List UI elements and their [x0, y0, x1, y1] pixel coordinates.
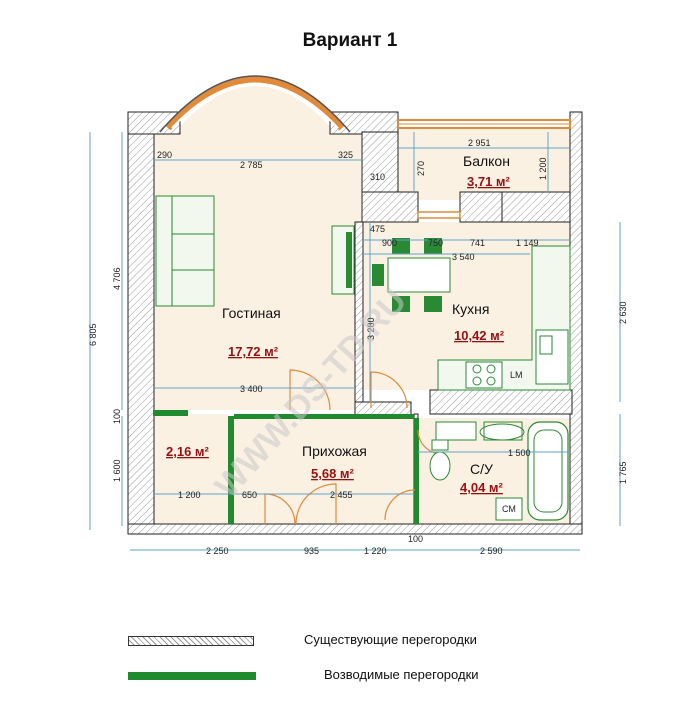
dim-6805: 6 805 [88, 323, 98, 346]
dim-100-left: 100 [112, 409, 122, 424]
dining-table [372, 238, 451, 312]
balcony-area: 3,71 м² [467, 174, 511, 189]
living-room-area: 17,72 м² [228, 344, 279, 359]
dim-1600: 1 600 [112, 459, 122, 482]
balcony-rail [397, 119, 571, 219]
dimension-labels: 290 2 785 325 2 951 270 1 200 310 475 90… [88, 138, 628, 556]
sofa [155, 195, 215, 307]
dim-3400: 3 400 [240, 384, 263, 394]
room-labels: Гостиная 17,72 м² Балкон 3,71 м² Кухня 1… [166, 153, 523, 514]
legend-new-label: Возводимые перегородки [324, 667, 479, 682]
dim-325: 325 [338, 150, 353, 160]
dim-935: 935 [304, 546, 319, 556]
dim-1765: 1 765 [618, 461, 628, 484]
dim-310: 310 [370, 172, 385, 182]
kitchen-area: 10,42 м² [454, 328, 505, 343]
bathroom-fixtures [429, 421, 569, 521]
plan-title: Вариант 1 [302, 30, 398, 51]
dim-2951: 2 951 [468, 138, 491, 148]
dim-3280: 3 280 [366, 317, 376, 340]
hall-area: 5,68 м² [311, 466, 355, 481]
dim-1200-balcony: 1 200 [538, 157, 548, 180]
dim-270: 270 [416, 161, 426, 176]
legend-new-swatch [128, 672, 256, 680]
hall-name: Прихожая [302, 443, 367, 459]
dim-1200-closet: 1 200 [178, 490, 201, 500]
dim-4706: 4 706 [112, 267, 122, 290]
dimension-lines [89, 132, 621, 551]
washer-label: СМ [502, 504, 516, 514]
legend-existing-label: Существующие перегородки [304, 632, 477, 647]
existing-walls [127, 111, 583, 535]
dim-475: 475 [370, 224, 385, 234]
dim-2590: 2 590 [480, 546, 503, 556]
closet-area: 2,16 м² [166, 444, 210, 459]
dim-2250: 2 250 [206, 546, 229, 556]
bay-window [159, 75, 351, 133]
dim-2455: 2 455 [330, 490, 353, 500]
new-walls [153, 410, 419, 524]
legend-existing-swatch [128, 636, 254, 646]
dim-290: 290 [157, 150, 172, 160]
dim-3540: 3 540 [452, 252, 475, 262]
bath-area: 4,04 м² [460, 480, 504, 495]
dim-750: 750 [428, 238, 443, 248]
kitchen-name: Кухня [452, 301, 489, 317]
dim-100-bottom: 100 [408, 534, 423, 544]
dim-650: 650 [242, 490, 257, 500]
dim-900: 900 [382, 238, 397, 248]
kitchen-counter [437, 245, 571, 391]
dim-741: 741 [470, 238, 485, 248]
living-room-name: Гостиная [222, 305, 281, 321]
balcony-name: Балкон [463, 153, 510, 169]
dim-1500: 1 500 [508, 448, 531, 458]
dim-1149: 1 149 [516, 238, 539, 248]
bath-name: С/У [470, 461, 493, 477]
tv-stand [331, 225, 355, 295]
dim-1220: 1 220 [364, 546, 387, 556]
dim-2630: 2 630 [618, 301, 628, 324]
dim-2785: 2 785 [240, 160, 263, 170]
fridge-label: LM [510, 370, 523, 380]
